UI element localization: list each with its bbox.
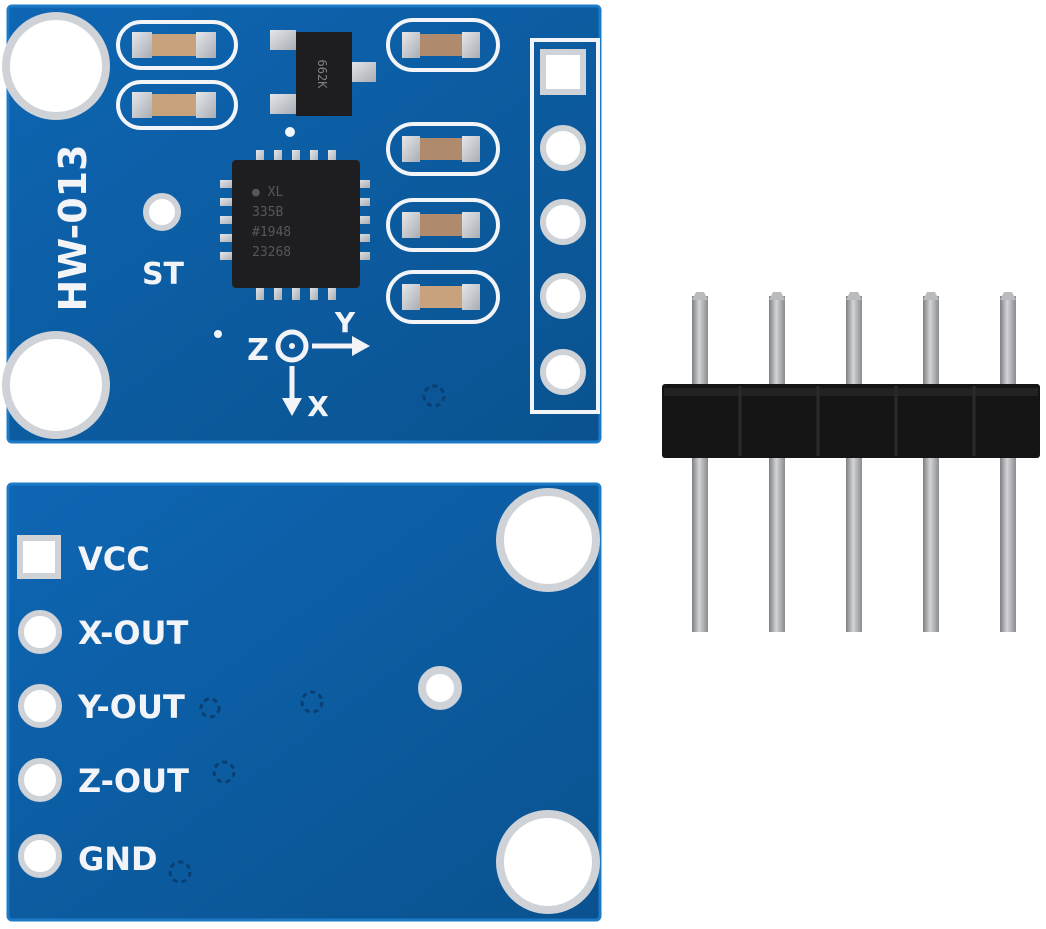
header-housing [662,384,1040,458]
center-via [418,666,462,710]
axis-label-z: Z [247,333,269,368]
chip-marking-line-2: 335B [252,205,283,220]
header-pin-tip [846,292,862,300]
pin-label-gnd: GND [78,840,158,878]
axis-label-y: Y [334,306,356,339]
header-pin [846,296,862,632]
header-pin [692,296,708,632]
back-vias [168,690,324,884]
header-pins [692,292,1016,632]
back-pin-pad [18,610,62,654]
st-label: ST [142,257,185,292]
model-label: HW-013 [51,144,95,311]
header-pin-tip [923,292,939,300]
chip-marking-line-1: ● XL [252,185,283,200]
header-pin-tip [692,292,708,300]
pin-header [662,292,1040,632]
front-header-footprint [530,38,600,414]
mount-hole-top-left [2,12,110,120]
pin-label-vcc: VCC [78,540,150,578]
back-pin-pad [18,834,62,878]
pin-label-y-out: Y-OUT [77,688,185,726]
via-dot [285,127,295,137]
header-pin-tip [769,292,785,300]
pin-label-z-out: Z-OUT [78,762,189,800]
header-housing-segments [738,386,976,456]
back-pcb [6,482,602,922]
regulator-marking: 662K [315,60,329,90]
mount-hole-top-right [496,488,600,592]
mount-hole-bottom-left [2,331,110,439]
via-cluster [422,384,446,408]
via-dot [214,330,222,338]
back-pin-pad [18,758,62,802]
accelerometer-chip: ● XL 335B #1948 23268 [220,150,370,300]
axis-label-x: X [307,390,329,423]
voltage-regulator: 662K [270,30,376,116]
axis-indicator: Z Y X [247,306,370,423]
pin-label-x-out: X-OUT [78,614,189,652]
header-pin-tip [1000,292,1016,300]
chip-marking-line-3: #1948 [252,225,291,240]
chip-marking-line-4: 23268 [252,245,291,260]
z-axis-circle [275,329,309,363]
front-pin-pad [540,199,586,245]
smd-components [116,18,500,324]
header-pin [923,296,939,632]
back-pin-pad-square [17,535,61,579]
header-pin [1000,296,1016,632]
mount-hole-bottom-right [496,810,600,914]
st-test-pad [143,193,181,231]
front-pin-pad-square [540,49,586,95]
front-pin-pad [540,273,586,319]
front-board: 662K ● XL 335B #1948 23268 ST HW-013 [2,4,602,444]
header-pin [769,296,785,632]
back-pin-pad [18,684,62,728]
front-pin-pad [540,349,586,395]
front-pin-pad [540,125,586,171]
back-board: VCC X-OUT Y-OUT Z-OUT GND [6,482,602,922]
